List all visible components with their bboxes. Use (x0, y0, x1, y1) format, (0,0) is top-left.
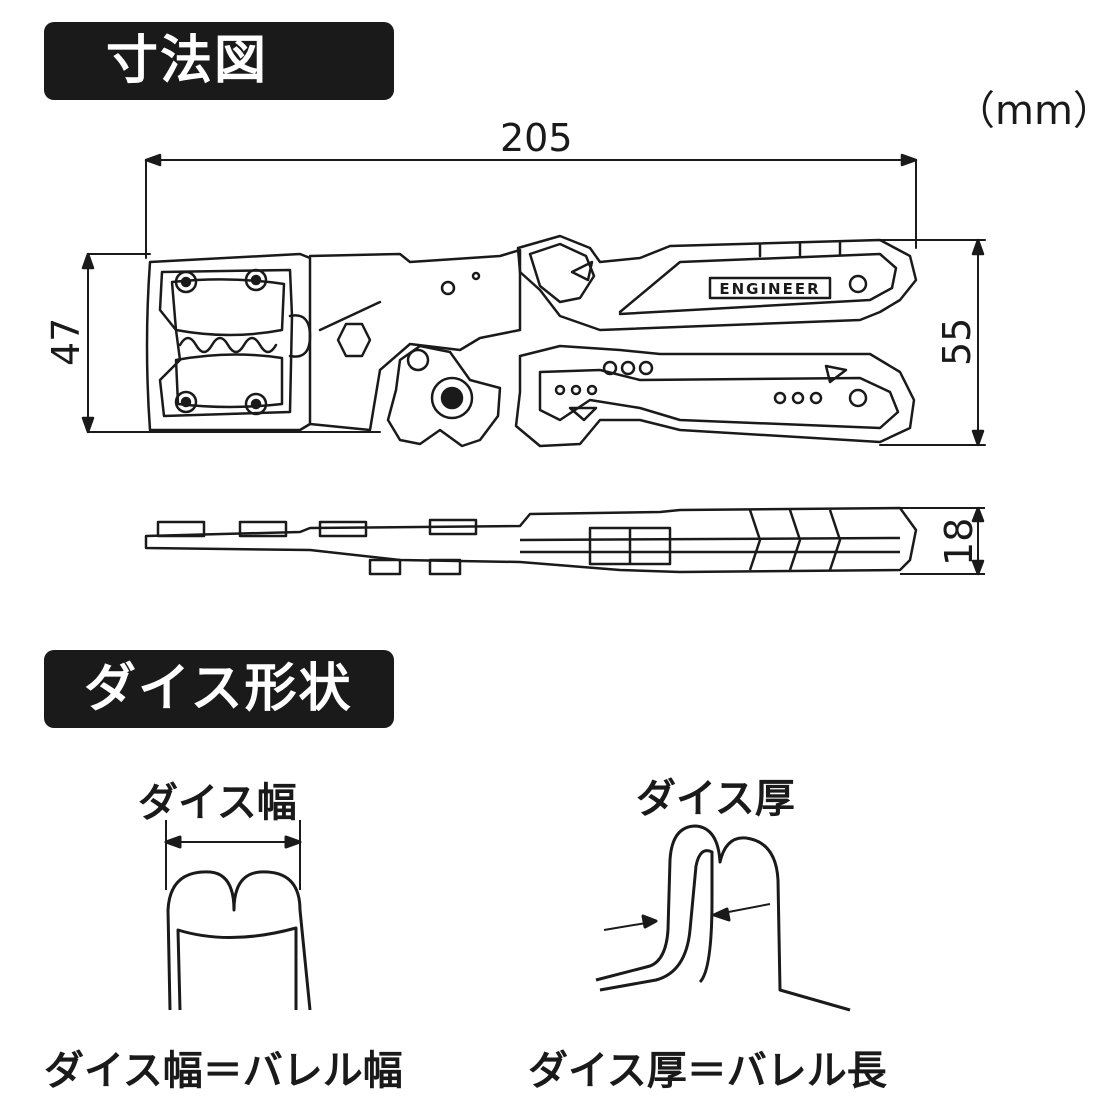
brand-logo: ENGINEER (719, 280, 820, 298)
upper-handle-triangle (570, 260, 594, 282)
die-thickness-terminal-inner (599, 849, 714, 992)
section-title-dimensions: 寸法図 (106, 31, 269, 91)
arrow-handle-top (971, 238, 985, 256)
side-screw-5 (368, 558, 402, 576)
small-hole (471, 271, 481, 281)
jaw-head (145, 252, 312, 432)
upper-die (170, 278, 286, 337)
body-edge-line (318, 300, 382, 332)
die-thickness-equation: ダイス厚＝バレル長 (528, 1048, 887, 1094)
die-width-equation: ダイス幅＝バレル幅 (44, 1048, 403, 1094)
dimension-length-label: 205 (500, 116, 573, 160)
upper-handle-grip-end (528, 242, 596, 304)
side-rib-2 (788, 509, 802, 571)
die-width-terminal-inner (176, 926, 298, 1011)
lower-handle (514, 344, 916, 448)
side-screw-4 (428, 518, 478, 536)
side-screw-1 (156, 520, 206, 538)
upper-handle (516, 234, 918, 332)
section-header-die-shape: ダイス形状 (44, 650, 394, 728)
side-rib-1 (748, 509, 762, 571)
section-title-die-shape: ダイス形状 (84, 659, 353, 719)
arrow-jaw-top (81, 252, 95, 270)
side-screw-3 (318, 520, 368, 538)
arrow-handle-bottom (971, 429, 985, 447)
side-screw-6 (428, 558, 462, 576)
upper-handle-hole (848, 274, 868, 294)
jaw-screw-3 (174, 390, 198, 414)
units-label: （mm） (955, 88, 1100, 134)
arrow-left (144, 153, 162, 167)
die-width-label: ダイス幅 (138, 780, 297, 826)
lower-handle-triangle (568, 406, 598, 422)
hex-bolt (336, 322, 372, 358)
lower-handle-inner (538, 368, 900, 430)
die-width-terminal-outer (166, 870, 312, 1011)
side-rib-3 (828, 509, 842, 571)
ratchet-pin (406, 348, 430, 372)
arrow-jaw-bottom (81, 416, 95, 434)
side-screw-2 (238, 520, 288, 538)
jaw-screw-1 (174, 270, 198, 294)
pivot-hole (440, 280, 456, 296)
jaw-screw-4 (244, 392, 268, 416)
jaw-die-frame (158, 268, 294, 418)
die-thickness-label: ダイス厚 (636, 776, 795, 822)
side-body (144, 506, 918, 574)
lower-handle-hole (848, 388, 868, 408)
die-thickness-terminal-outer (595, 824, 851, 1012)
body-plate (308, 248, 522, 432)
upper-handle-inner (618, 252, 898, 316)
arrow-right (900, 153, 918, 167)
jaw-screw-2 (244, 268, 268, 292)
adjust-dial (430, 376, 474, 420)
brand-plate (708, 276, 832, 300)
die-serration (178, 336, 278, 354)
section-header-dimensions: 寸法図 (44, 22, 394, 100)
jaw-hinge-curve (288, 314, 312, 358)
lower-handle-triangle-2 (824, 364, 848, 384)
lower-die (174, 353, 284, 409)
ratchet-mechanism (386, 344, 502, 448)
